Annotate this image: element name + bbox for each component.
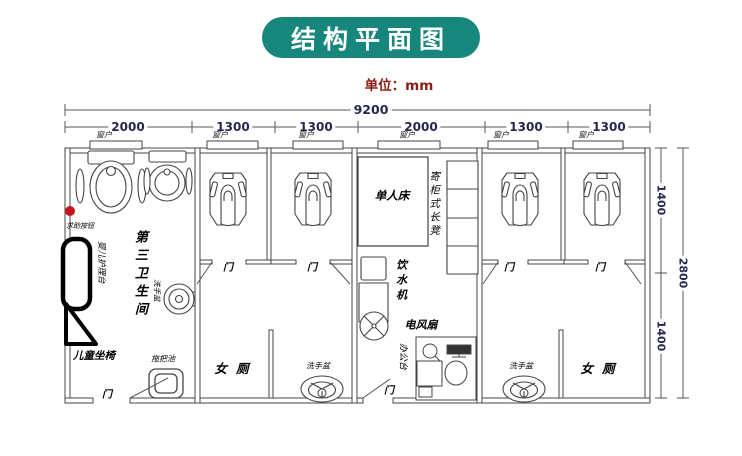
room-label-womens-right: 女厕 — [580, 360, 624, 376]
mop-sink-symbol — [149, 369, 183, 398]
child-seat-label: 儿童坐椅 — [73, 349, 115, 362]
room-label-third-restroom: 第三卫生间 — [131, 230, 147, 320]
accessible-toilet-symbol — [76, 151, 146, 213]
help-button-label: 求助按钮 — [66, 221, 94, 230]
window-label: 窗户 — [493, 130, 509, 140]
toilet-symbol — [144, 151, 192, 201]
mop-sink-label: 拖把池 — [151, 354, 175, 364]
door-label: 门 — [223, 262, 233, 274]
room-label-womens-left: 女厕 — [214, 360, 258, 376]
window-label: 窗户 — [298, 130, 314, 140]
door-label: 门 — [595, 262, 605, 274]
child-seat-symbol — [66, 304, 96, 344]
electric-fan-symbol — [360, 312, 388, 340]
water-dispenser-label: 饮水机 — [394, 259, 408, 304]
dim-right-segment: 1400 — [654, 182, 668, 218]
squat-toilet-symbol — [582, 172, 622, 227]
unit-label: 单位：mm — [364, 78, 434, 94]
electric-fan-label: 电风扇 — [404, 318, 438, 332]
dim-segment: 2000 — [108, 121, 148, 133]
baby-care-station-label: 婴儿护理台 — [95, 241, 106, 284]
wash-basin-symbol — [300, 375, 344, 403]
help-button-dot — [65, 206, 75, 216]
office-desk-symbol — [416, 337, 476, 400]
page-title: 结构平面图 — [262, 17, 480, 58]
door-label: 门 — [504, 262, 514, 274]
window-rects — [90, 141, 623, 149]
basin-label-right: 洗手盆 — [509, 361, 533, 371]
dim-right-total: 2800 — [676, 255, 690, 291]
dim-segment: 1300 — [589, 121, 629, 133]
door-label: 门 — [384, 385, 394, 397]
office-desk-label: 办公台 — [397, 343, 408, 371]
squat-toilet-symbol — [293, 172, 333, 227]
baby-care-station-symbol — [63, 239, 90, 309]
dim-segment: 1300 — [213, 121, 253, 133]
single-bed-label: 单人床 — [374, 188, 410, 203]
window-label: 窗户 — [96, 130, 112, 140]
bed-symbol — [358, 157, 428, 246]
basin-label-third-restroom: 洗手盆 — [152, 279, 162, 302]
dim-segment: 1300 — [296, 121, 336, 133]
round-basin-symbol — [164, 284, 195, 314]
dim-total-width: 9200 — [350, 103, 392, 117]
door-swing-lines — [130, 262, 641, 398]
window-label: 窗户 — [578, 130, 594, 140]
dim-segment: 2000 — [401, 121, 441, 133]
dim-right-segment: 1400 — [654, 318, 668, 354]
basin-label-left: 洗手盆 — [306, 361, 330, 371]
locker-bench-label: 寄柜式长凳 — [428, 171, 441, 239]
window-label: 窗户 — [399, 130, 415, 140]
squat-toilet-symbol — [500, 172, 540, 227]
squat-toilet-symbol — [208, 172, 248, 227]
door-label: 门 — [102, 389, 112, 401]
dim-segment: 1300 — [506, 121, 546, 133]
wash-basin-symbol — [502, 375, 546, 403]
window-label: 窗户 — [212, 130, 228, 140]
locker-bench-symbol — [447, 161, 478, 274]
door-label: 门 — [307, 262, 317, 274]
